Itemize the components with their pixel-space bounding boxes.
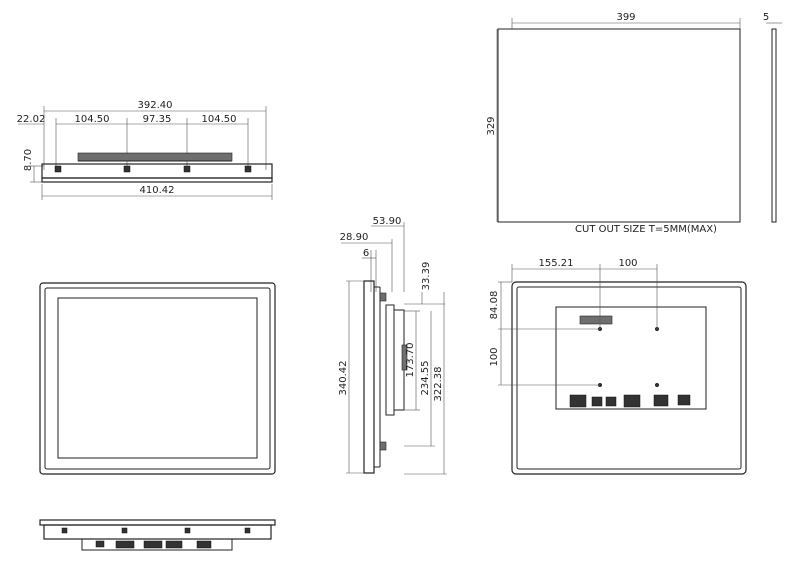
cutout-view: 399 329 5 CUT OUT SIZE T=5MM(MAX) <box>486 12 782 235</box>
front-view <box>39 282 276 475</box>
dim-8-70: 8.70 <box>23 149 34 171</box>
dim-234-55: 234.55 <box>420 361 431 396</box>
dim-100-vertical: 100 <box>489 347 500 366</box>
dim-329: 329 <box>486 116 497 135</box>
dim-97-35: 97.35 <box>143 114 172 125</box>
dim-84-08: 84.08 <box>489 291 500 320</box>
dim-410-42: 410.42 <box>140 185 175 196</box>
dim-6: 6 <box>363 248 369 259</box>
rear-view: 155.21 100 84.08 100 <box>489 258 747 475</box>
dim-322-38: 322.38 <box>433 367 444 402</box>
bottom-view <box>39 519 276 551</box>
dim-5: 5 <box>763 12 769 23</box>
dim-33-39: 33.39 <box>421 262 432 291</box>
side-view: 53.90 28.90 6 33.39 173.70 234.55 322.38 <box>338 216 447 475</box>
cutout-note: CUT OUT SIZE T=5MM(MAX) <box>575 224 717 235</box>
dim-28-90: 28.90 <box>340 232 369 243</box>
dim-173-70: 173.70 <box>405 343 416 378</box>
dim-22-02: 22.02 <box>17 114 46 125</box>
dim-100-horizontal: 100 <box>618 258 637 269</box>
top-view: 392.40 22.02 104.50 97.35 104.50 8.70 41… <box>17 100 273 200</box>
dim-399: 399 <box>616 12 635 23</box>
dim-392-40: 392.40 <box>138 100 173 111</box>
dim-340-42: 340.42 <box>338 361 349 396</box>
dim-155-21: 155.21 <box>539 258 574 269</box>
dim-104-50-a: 104.50 <box>75 114 110 125</box>
dim-104-50-b: 104.50 <box>202 114 237 125</box>
dim-53-90: 53.90 <box>373 216 402 227</box>
